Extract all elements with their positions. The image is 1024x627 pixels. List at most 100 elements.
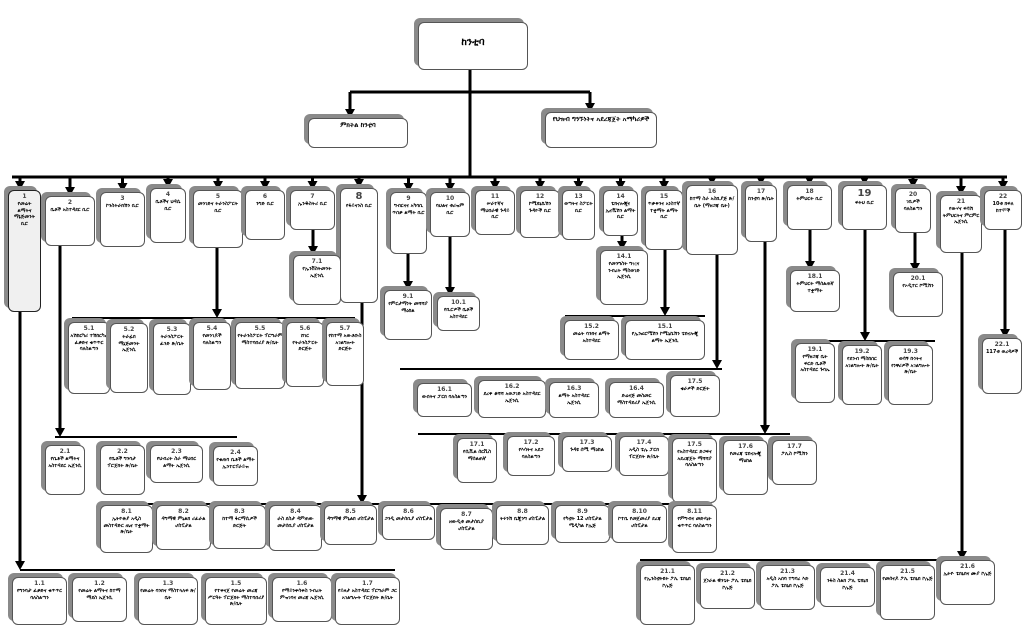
unit-label: የቁጠባ ቤቶች ልማት ኢንተርፕራይዝ [216,457,255,470]
unit-label: ኮተቤ የመጀመሪያ ደረጃ ሆስፒታል [618,516,661,529]
org-unit-root[interactable]: ከንቲባ [418,22,528,70]
unit-number: 1.1 [34,580,45,587]
org-unit-advisors[interactable]: የህዝብ ግንኙነትና አደረጃጀት አማካሪዎች [545,112,657,148]
unit-number: 5.2 [123,326,135,333]
unit-label: ቤቶች አስተዳደር ቢሮ [50,207,90,213]
org-unit-deputy[interactable]: ምክትል ከንቲባ [308,118,408,148]
unit-number: 22 [998,193,1008,200]
unit-number: 5.5 [254,325,266,332]
unit-label: አዲስ ቴሌ ፓርክ ፕሮጀክት ጽ/ቤት [628,447,660,460]
unit-number: 8.11 [687,508,702,515]
unit-number: 14.1 [616,253,632,260]
arrow-head-icon [804,176,815,185]
unit-number: 17.2 [523,439,539,446]
unit-number: 14 [616,193,625,200]
unit-number: 19.3 [903,348,918,355]
unit-label: የካቲት 12 ሆስፒታል ሜዲካል ኮሌጅ [563,516,602,529]
unit-number: 5.4 [206,325,218,332]
unit-label: ኮሚዩኒኬሽን ጉዳዮች ቢሮ [528,201,552,214]
